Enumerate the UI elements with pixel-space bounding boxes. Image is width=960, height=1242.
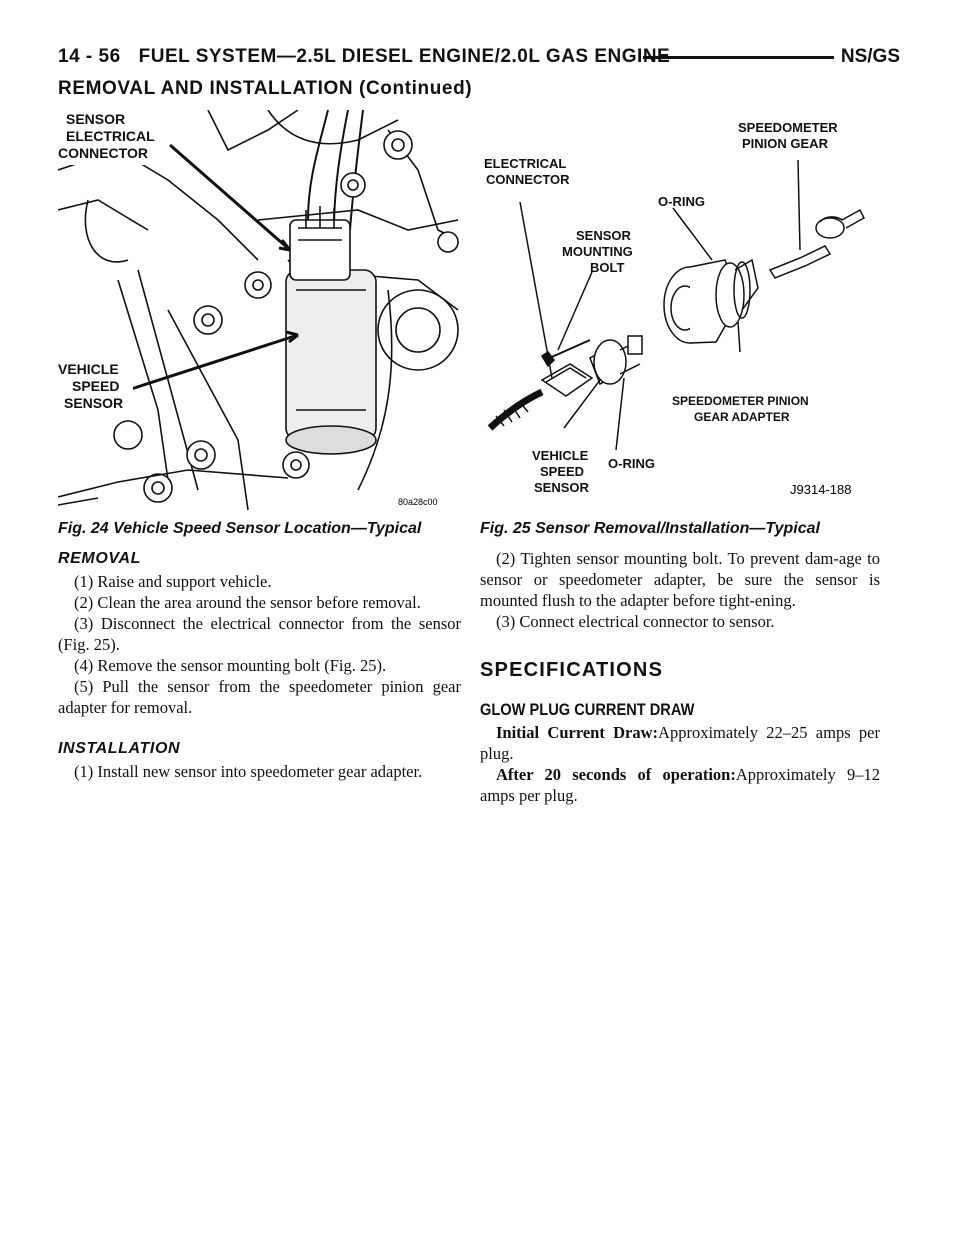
- section-title: FUEL SYSTEM—2.5L DIESEL ENGINE/2.0L GAS …: [138, 46, 671, 67]
- label-o-ring-top: O-RING: [658, 194, 705, 209]
- installation-step: (1) Install new sensor into speedometer …: [74, 762, 423, 781]
- label-vehicle-speed-sensor: VEHICLE: [58, 361, 119, 377]
- label-speedometer-pinion-gear-adapter: SPEEDOMETER PINION: [672, 394, 809, 408]
- label-speedometer-pinion-gear: SPEEDOMETER: [738, 120, 838, 135]
- label-o-ring-bottom: O-RING: [608, 456, 655, 471]
- svg-text:CONNECTOR: CONNECTOR: [58, 145, 148, 161]
- spec-item: Initial Current Draw:Approximately 22–25…: [480, 722, 880, 764]
- removal-step: (3) Disconnect the electrical connector …: [58, 614, 461, 654]
- removal-step: (4) Remove the sensor mounting bolt (Fig…: [74, 656, 387, 675]
- installation-step: (2) Tighten sensor mounting bolt. To pre…: [480, 549, 880, 610]
- page-number: 14 - 56: [58, 46, 121, 67]
- svg-text:ELECTRICAL: ELECTRICAL: [66, 128, 155, 144]
- spec-item: After 20 seconds of operation:Approximat…: [480, 764, 880, 806]
- svg-text:SPEED: SPEED: [540, 464, 584, 479]
- continued-heading: REMOVAL AND INSTALLATION (Continued): [58, 78, 473, 99]
- header-rule: [643, 56, 834, 59]
- label-sensor-mounting-bolt: SENSOR: [576, 228, 632, 243]
- label-vehicle-speed-sensor: VEHICLE: [532, 448, 589, 463]
- svg-text:MOUNTING: MOUNTING: [562, 244, 633, 259]
- svg-text:BOLT: BOLT: [590, 260, 624, 275]
- left-column: REMOVAL (1) Raise and support vehicle. (…: [58, 548, 461, 782]
- spec-label: Initial Current Draw:: [496, 723, 659, 742]
- removal-heading: REMOVAL: [58, 550, 142, 567]
- sensor-removal-installation-drawing: ELECTRICAL CONNECTOR O-RING SPEEDOMETER …: [484, 120, 865, 497]
- svg-text:GEAR ADAPTER: GEAR ADAPTER: [694, 410, 790, 424]
- removal-step: (5) Pull the sensor from the speedometer…: [58, 677, 461, 717]
- removal-step: (1) Raise and support vehicle.: [74, 572, 272, 591]
- spec-value: Approximately 22–25 amps per plug.: [480, 723, 880, 763]
- svg-text:SPEED: SPEED: [72, 378, 119, 394]
- glow-plug-heading: GLOW PLUG CURRENT DRAW: [480, 700, 695, 719]
- installation-heading: INSTALLATION: [58, 740, 181, 757]
- installation-step: (3) Connect electrical connector to sens…: [496, 612, 775, 631]
- figure-code: 80a28c00: [398, 497, 438, 507]
- label-electrical-connector: ELECTRICAL: [484, 156, 566, 171]
- removal-step: (2) Clean the area around the sensor bef…: [74, 593, 421, 612]
- figure-25-illustration: ELECTRICAL CONNECTOR O-RING SPEEDOMETER …: [480, 110, 880, 518]
- label-sensor-electrical-connector: SENSOR: [66, 111, 125, 127]
- svg-text:PINION GEAR: PINION GEAR: [742, 136, 829, 151]
- figure-code: J9314-188: [790, 482, 851, 497]
- specifications-heading: SPECIFICATIONS: [480, 659, 664, 681]
- svg-text:SENSOR: SENSOR: [534, 480, 590, 495]
- spec-value: Approximately 9–12 amps per plug.: [480, 765, 880, 805]
- vehicle-speed-sensor-location-drawing: SENSOR ELECTRICAL CONNECTOR VEHICLE SPEE…: [58, 110, 459, 511]
- figure-24-illustration: SENSOR ELECTRICAL CONNECTOR VEHICLE SPEE…: [58, 110, 461, 518]
- svg-text:SENSOR: SENSOR: [64, 395, 123, 411]
- svg-text:CONNECTOR: CONNECTOR: [486, 172, 570, 187]
- page-header: 14 - 56 FUEL SYSTEM—2.5L DIESEL ENGINE/2.…: [58, 40, 900, 80]
- spec-label: After 20 seconds of operation:: [496, 765, 736, 784]
- figure-25-caption: Fig. 25 Sensor Removal/Installation—Typi…: [480, 520, 820, 537]
- model-code: NS/GS: [840, 46, 900, 67]
- right-column: (2) Tighten sensor mounting bolt. To pre…: [480, 548, 880, 806]
- figure-24-caption: Fig. 24 Vehicle Speed Sensor Location—Ty…: [58, 520, 422, 537]
